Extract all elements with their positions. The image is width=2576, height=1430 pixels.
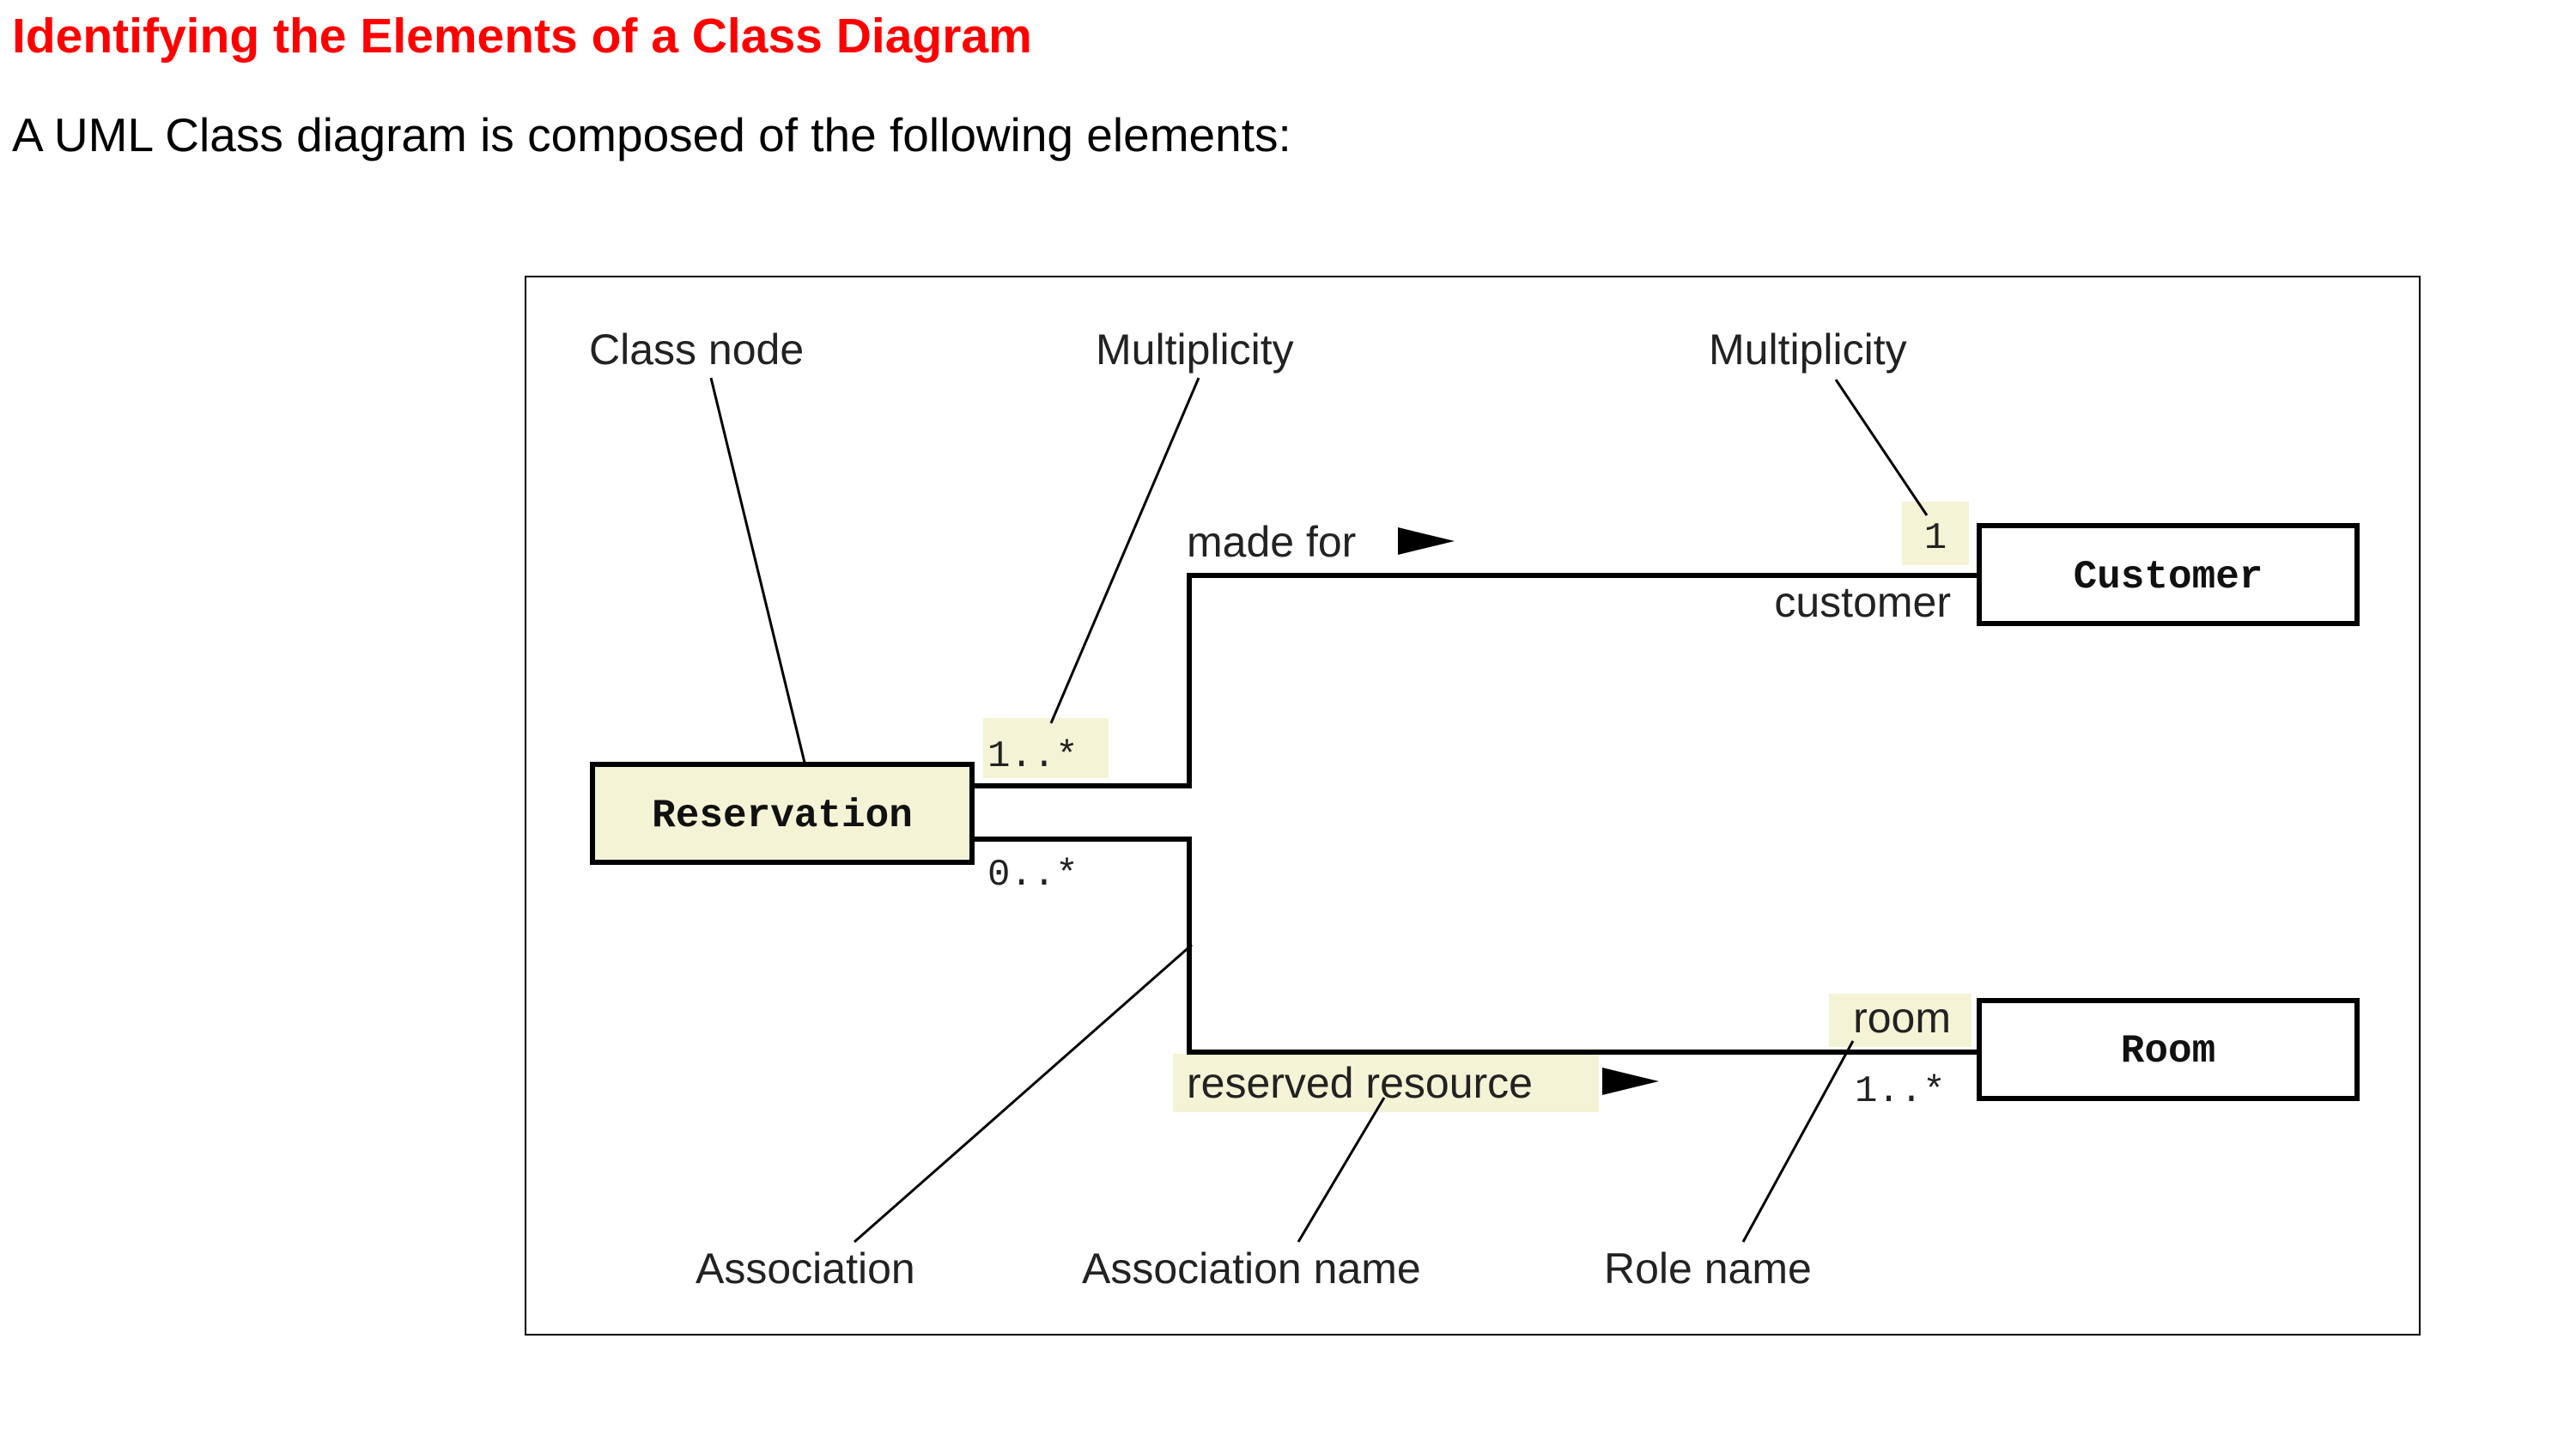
- association-name-reserved-resource: reserved resource: [1187, 1059, 1533, 1107]
- callout-multiplicity-left: Multiplicity: [1096, 326, 1294, 374]
- highlight-multiplicity-made-for-left: [983, 718, 1109, 778]
- callout-association-name: Association name: [1082, 1244, 1421, 1293]
- multiplicity-made-for-reservation: 1..*: [987, 735, 1078, 778]
- role-name-room: room: [1853, 994, 1951, 1042]
- class-reservation-label: Reservation: [652, 794, 913, 838]
- direction-arrow-made-for: [1398, 527, 1455, 555]
- highlight-association-name: [1173, 1054, 1599, 1112]
- callout-association: Association: [696, 1244, 915, 1293]
- intro-text: A UML Class diagram is composed of the f…: [12, 108, 1291, 161]
- class-customer-label: Customer: [2074, 555, 2263, 599]
- leader-association-name: [1297, 1097, 1386, 1243]
- association-line-made-for: [972, 573, 1979, 788]
- leader-multiplicity-right: [1834, 379, 1929, 516]
- class-reservation: Reservation: [590, 762, 975, 865]
- class-room-label: Room: [2121, 1029, 2215, 1074]
- multiplicity-made-for-customer: 1: [1924, 517, 1947, 560]
- callout-multiplicity-right: Multiplicity: [1709, 326, 1907, 374]
- direction-arrow-reserved-resource: [1602, 1068, 1659, 1095]
- leader-class-node: [709, 377, 807, 767]
- callout-role-name: Role name: [1604, 1244, 1812, 1293]
- leader-role-name: [1741, 1040, 1855, 1243]
- leader-multiplicity-left: [1049, 377, 1200, 724]
- class-room: Room: [1977, 998, 2360, 1101]
- page-title: Identifying the Elements of a Class Diag…: [12, 9, 1032, 64]
- multiplicity-reserved-resource-reservation: 0..*: [987, 854, 1078, 897]
- class-customer: Customer: [1977, 523, 2360, 626]
- multiplicity-reserved-resource-room: 1..*: [1855, 1070, 1946, 1113]
- association-name-made-for: made for: [1187, 518, 1356, 566]
- role-name-customer: customer: [1774, 578, 1951, 626]
- highlight-multiplicity-made-for-right: [1902, 502, 1969, 565]
- highlight-role-room: [1829, 994, 1971, 1047]
- callout-class-node: Class node: [589, 326, 804, 374]
- leader-association: [854, 943, 1193, 1244]
